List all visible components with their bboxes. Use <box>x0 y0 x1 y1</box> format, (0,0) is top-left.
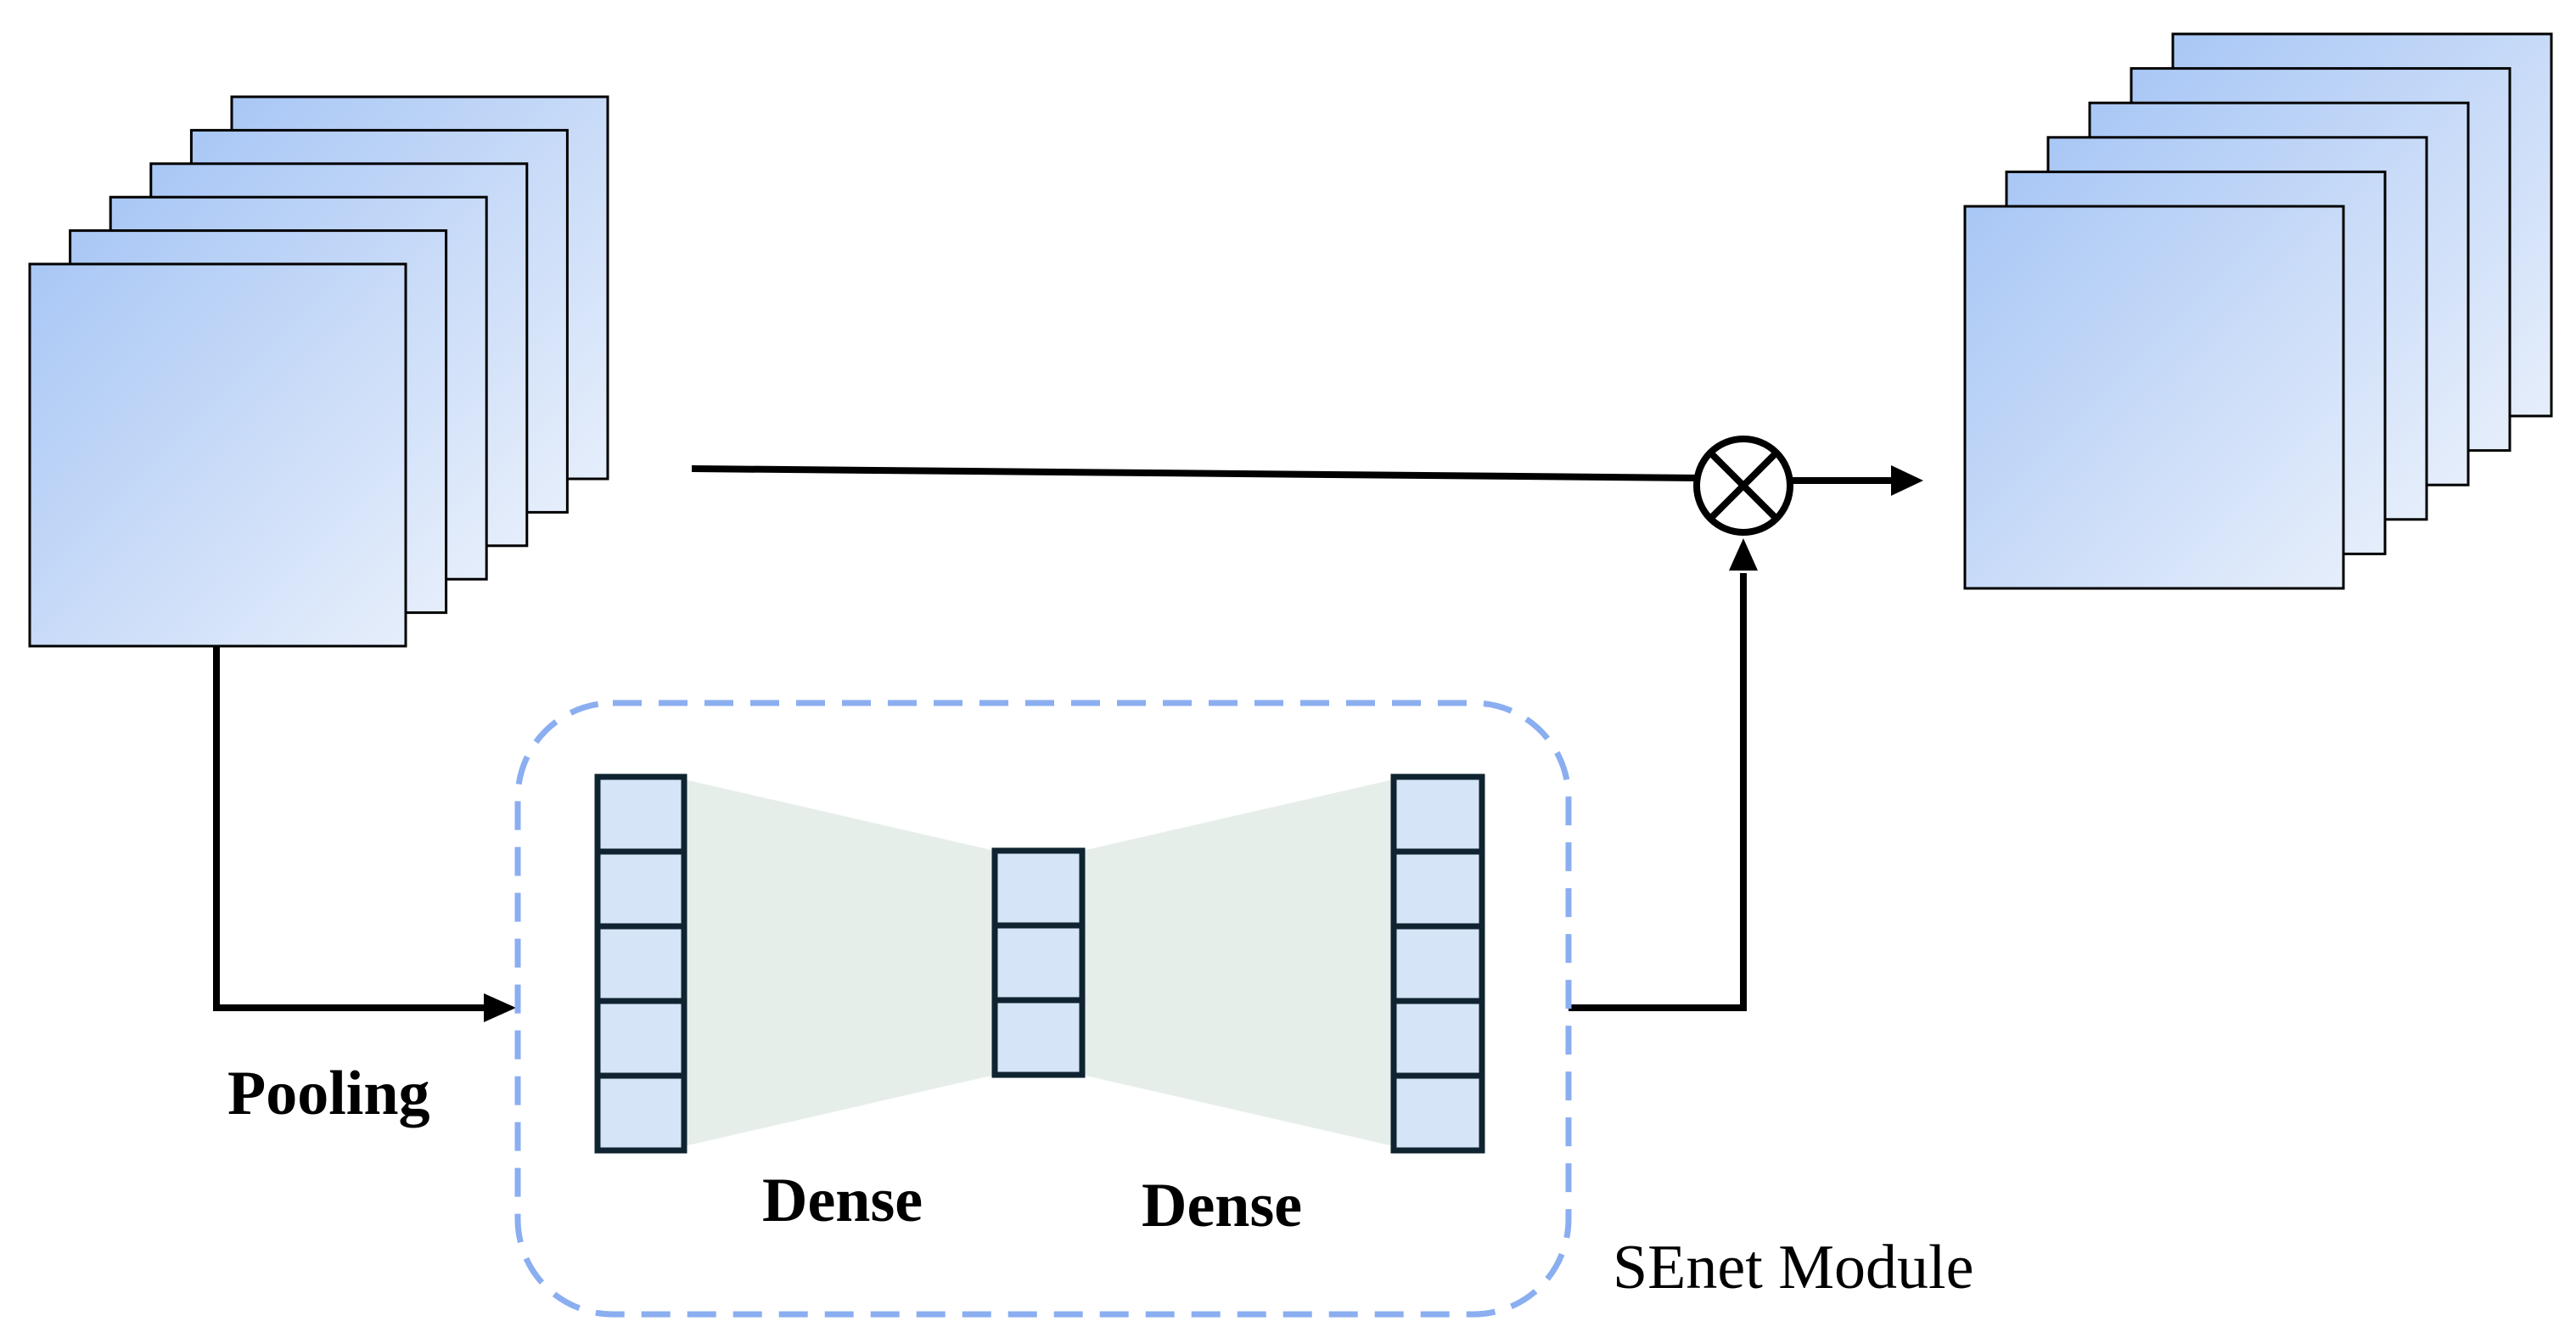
dense-output-cell-5 <box>1390 1072 1485 1154</box>
dense-input-vector <box>594 773 687 1154</box>
senet-module-box <box>514 700 1572 1318</box>
dense-left-label: Dense <box>762 1166 923 1235</box>
dense-output-cell-2 <box>1390 848 1485 930</box>
dense-input-cell-5 <box>594 1072 687 1154</box>
dense-input-cell-3 <box>594 923 687 1004</box>
input-feature-maps <box>28 95 609 648</box>
excitation-path-line <box>1569 573 1747 1011</box>
dense-right-label: Dense <box>1142 1171 1302 1240</box>
dense-input-cell-2 <box>594 848 687 930</box>
dense-bottleneck-cell-1 <box>991 847 1086 929</box>
pooling-path-line <box>213 645 488 1011</box>
dense-bottleneck-vector <box>991 847 1086 1078</box>
excitation-arrow-head <box>1729 538 1758 571</box>
output-feature-maps <box>1963 32 2553 590</box>
dense-output-cell-1 <box>1390 773 1485 855</box>
output-feature-map-1 <box>1963 205 2345 590</box>
dense-output-vector <box>1390 773 1485 1154</box>
excite-funnel <box>1082 779 1394 1146</box>
dense-input-cell-4 <box>594 998 687 1079</box>
pooling-arrow-head <box>484 993 516 1022</box>
dense-output-cell-3 <box>1390 923 1485 1004</box>
dense-bottleneck-cell-2 <box>991 922 1086 1004</box>
squeeze-funnel <box>684 779 995 1146</box>
dense-bottleneck-cell-3 <box>991 997 1086 1078</box>
module-label: SEnet Module <box>1613 1233 1973 1302</box>
skip-connection-line <box>691 465 1700 481</box>
dense-input-cell-1 <box>594 773 687 855</box>
input-feature-map-1 <box>28 262 407 648</box>
output-arrow-head <box>1891 465 1923 496</box>
multiply-circle-icon <box>1693 436 1793 536</box>
dense-output-cell-4 <box>1390 998 1485 1079</box>
pooling-label: Pooling <box>227 1059 429 1128</box>
